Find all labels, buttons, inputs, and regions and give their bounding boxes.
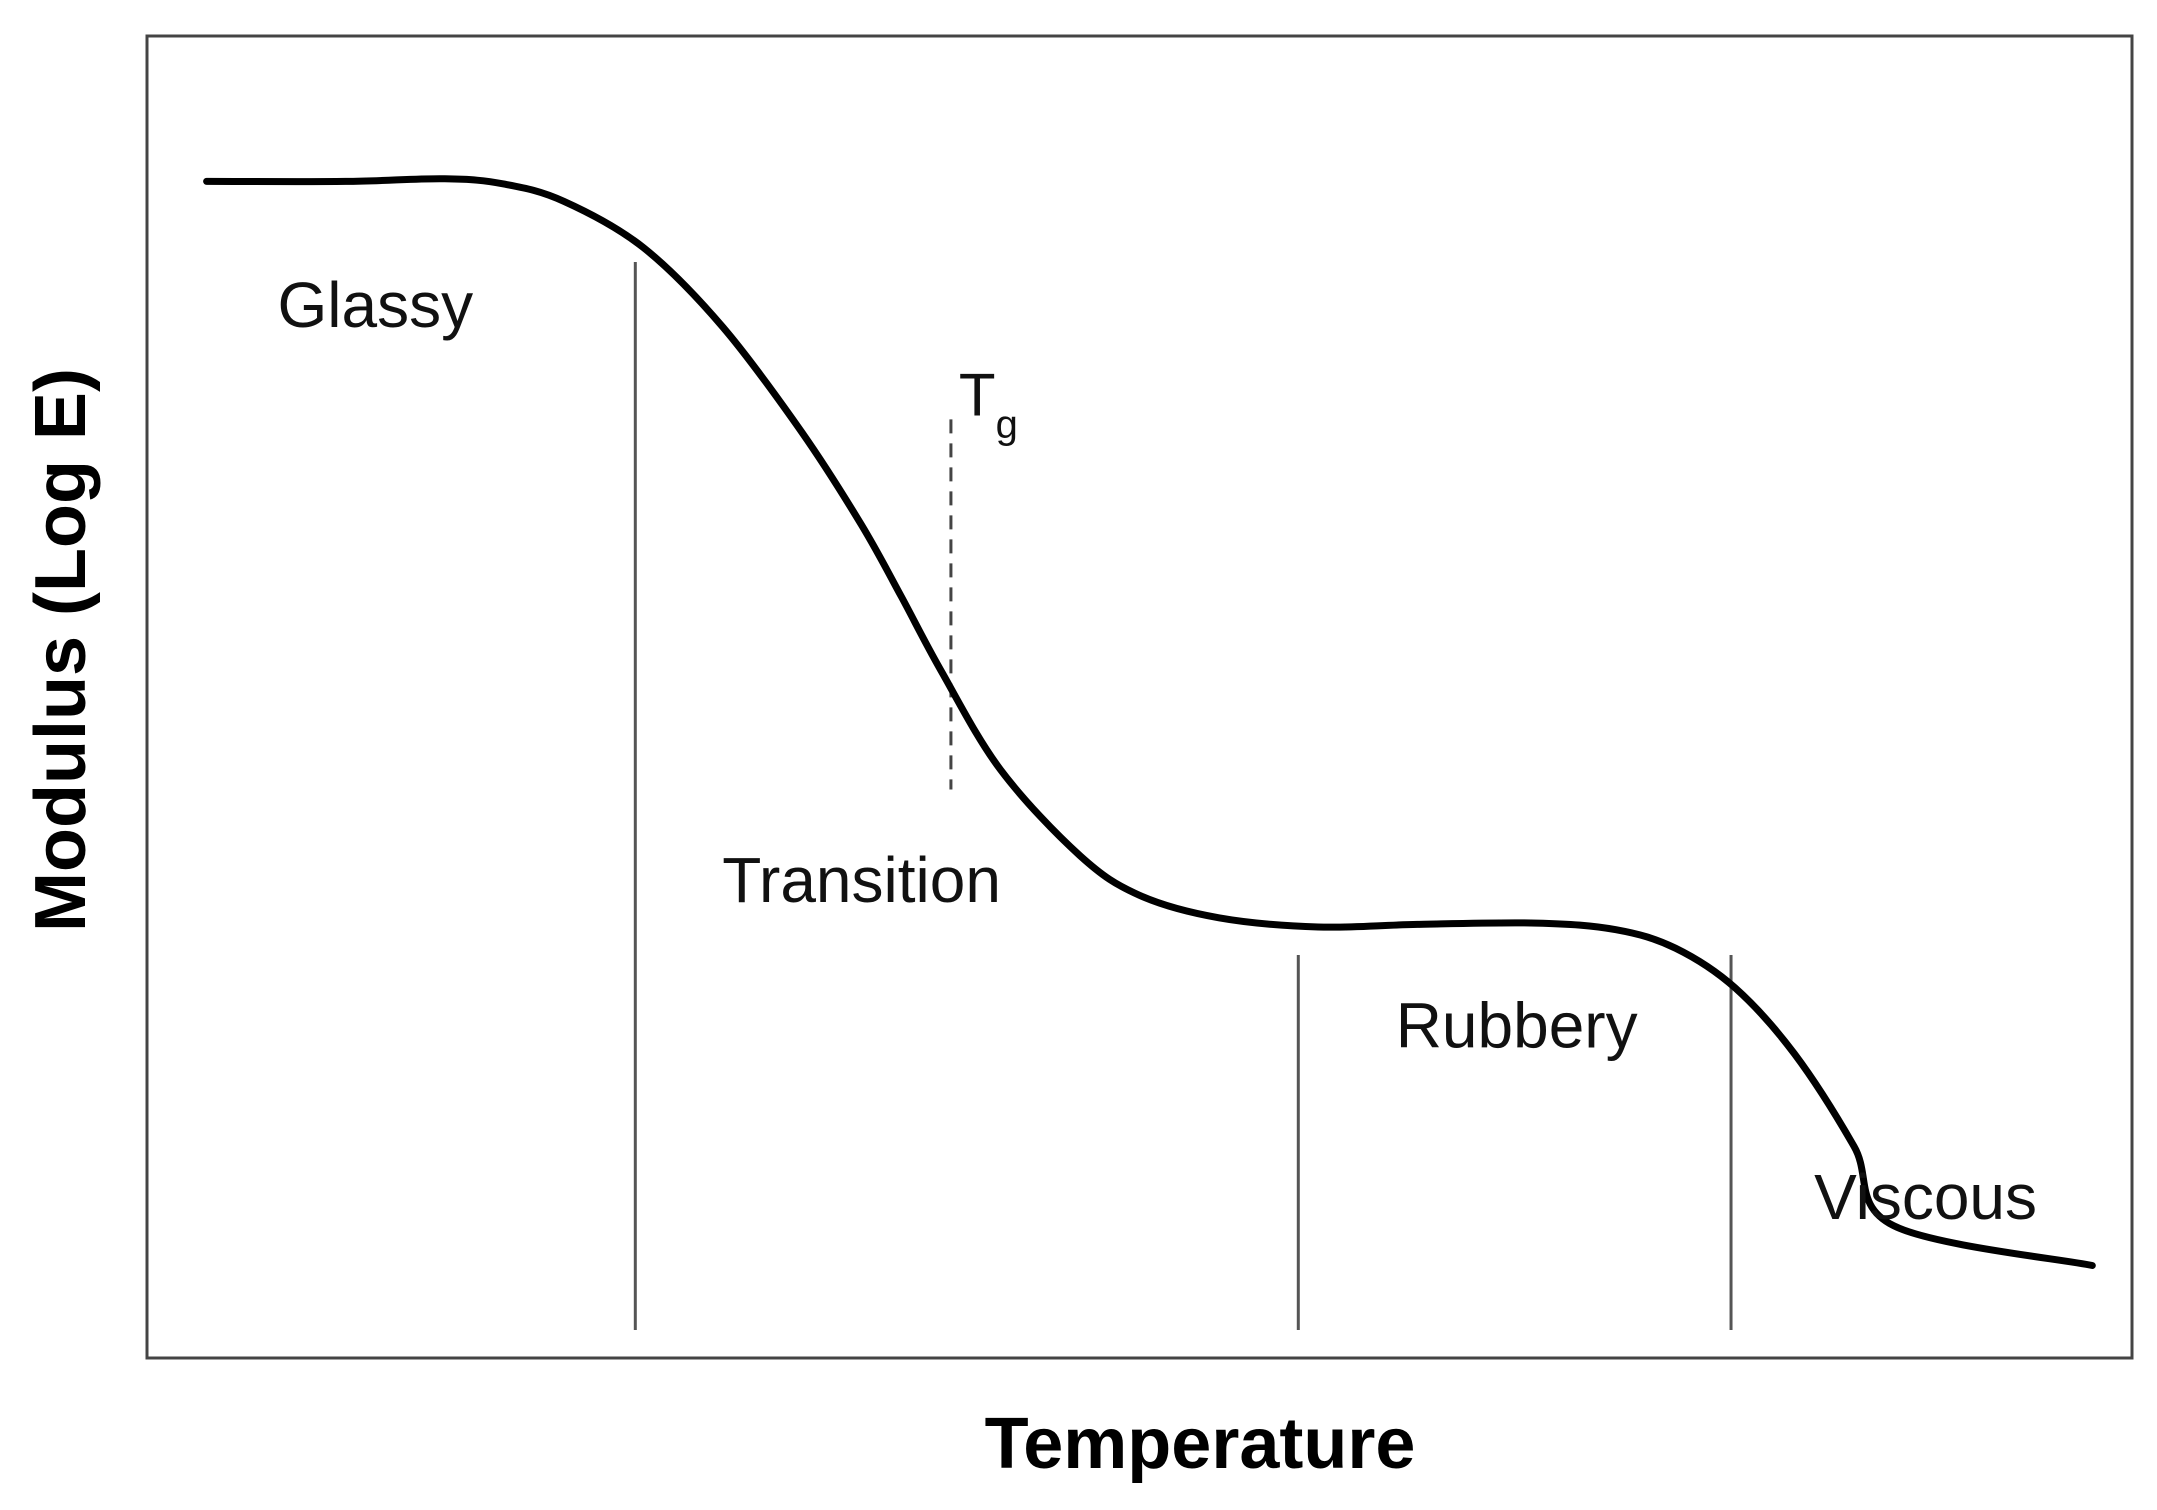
tg-label: Tg bbox=[959, 361, 1018, 446]
modulus-curve bbox=[203, 175, 2096, 1269]
region-label-viscous: Viscous bbox=[1814, 1161, 2037, 1233]
x-axis-label: Temperature bbox=[985, 1404, 1416, 1484]
region-label-transition: Transition bbox=[722, 844, 1001, 916]
tg-label-main: T bbox=[959, 361, 996, 428]
y-axis-label: Modulus (Log E) bbox=[21, 368, 101, 932]
plot-frame bbox=[145, 34, 2134, 1360]
region-label-rubbery: Rubbery bbox=[1396, 989, 1638, 1061]
region-label-glassy: Glassy bbox=[277, 269, 473, 341]
tg-label-subscript: g bbox=[996, 402, 1018, 446]
region-boundaries bbox=[633, 262, 1733, 1330]
